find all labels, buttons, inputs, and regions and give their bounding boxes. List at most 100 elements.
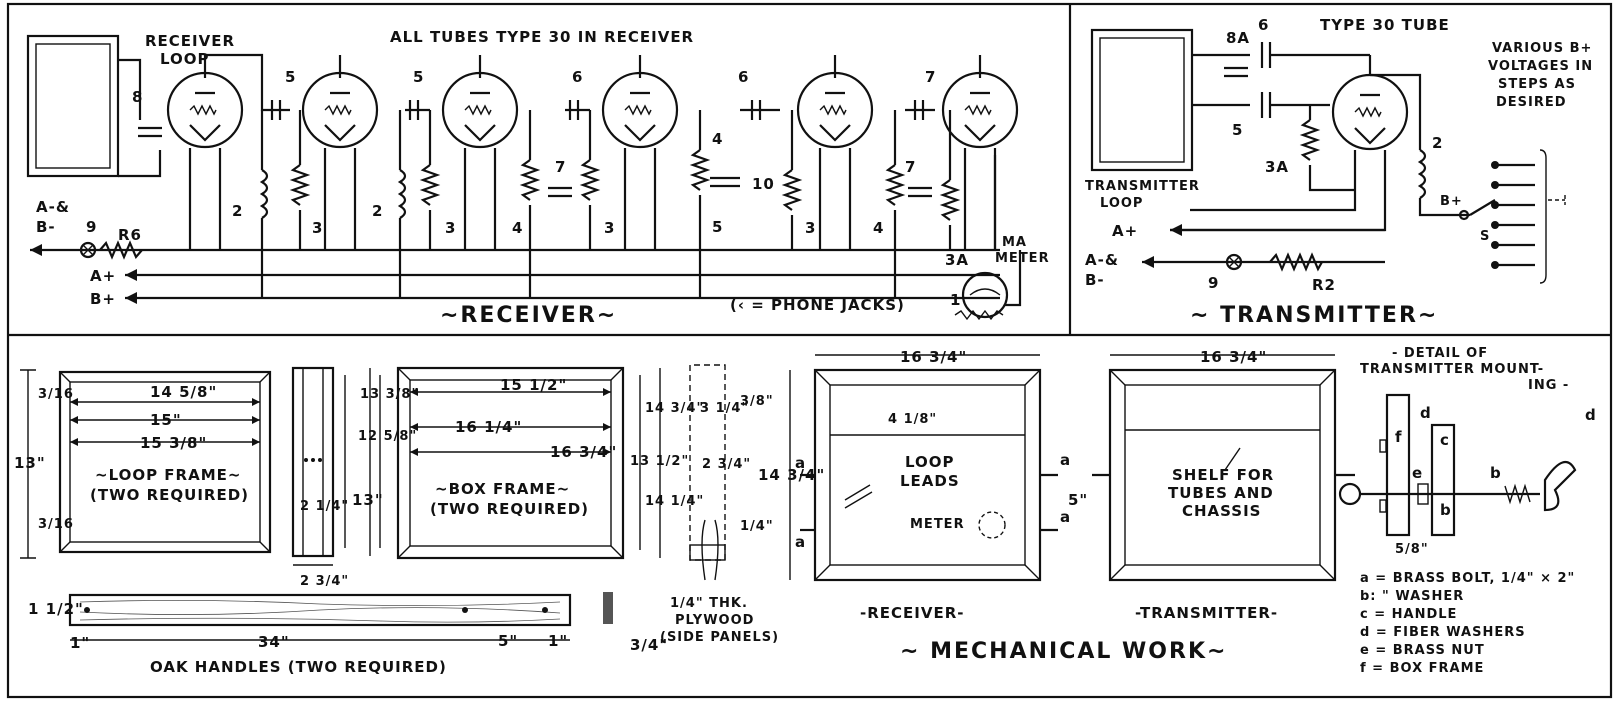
bf-13-1-2: 13 1/2" bbox=[630, 454, 689, 469]
rb-a2: a bbox=[795, 533, 806, 551]
tb-caption: -TRANSMITTER- bbox=[1135, 604, 1278, 622]
receiver-tube-5 bbox=[796, 55, 874, 250]
lf-label-2: (TWO REQUIRED) bbox=[90, 486, 249, 504]
lf-14-5-8: 14 5/8" bbox=[150, 383, 217, 401]
receiver-loop-label-1: RECEIVER bbox=[145, 32, 235, 50]
tx-res-3a: 3A bbox=[1265, 158, 1289, 176]
ls-12-5-8: 12 5/8" bbox=[358, 429, 417, 444]
md-legend-c: c = HANDLE bbox=[1360, 607, 1457, 622]
coil-2a bbox=[259, 169, 269, 219]
receiver-box-drawing bbox=[789, 354, 1058, 582]
bf-15-1-2: 15 1/2" bbox=[500, 376, 567, 394]
sp-label-2: PLYWOOD bbox=[675, 613, 754, 628]
tx-volt-1: VARIOUS B+ bbox=[1492, 41, 1592, 56]
coil-2b bbox=[397, 169, 407, 219]
bf-16-1-4: 16 1/4" bbox=[455, 418, 522, 436]
sp-3-8: 3/8" bbox=[740, 394, 774, 409]
resistor-3c bbox=[579, 159, 601, 201]
tx-lamp-9: 9 bbox=[1208, 274, 1219, 292]
receiver-res-4c: 4 bbox=[873, 219, 884, 237]
milliammeter-icon bbox=[961, 271, 1009, 319]
transmitter-tube bbox=[1331, 73, 1409, 151]
rb-14-3-4: 14 3/4" bbox=[758, 466, 825, 484]
oak-handle-drawing bbox=[68, 592, 613, 641]
receiver-cap-10: 10 bbox=[752, 175, 775, 193]
md-f: f bbox=[1395, 428, 1403, 446]
tx-loop-2: LOOP bbox=[1100, 196, 1143, 211]
receiver-tube-6 bbox=[941, 55, 1019, 250]
receiver-meter-num: 1 bbox=[950, 291, 961, 309]
receiver-res-3d: 3 bbox=[805, 219, 816, 237]
mounting-detail-drawing bbox=[1338, 393, 1577, 537]
md-b1: b bbox=[1490, 464, 1502, 482]
lf-3-16b: 3/16 bbox=[38, 517, 74, 532]
receiver-cap-8: 8 bbox=[132, 88, 143, 106]
sp-label-1: 1/4" THK. bbox=[670, 596, 748, 611]
ls-13: 13" bbox=[352, 491, 384, 509]
md-e: e bbox=[1412, 464, 1423, 482]
resistor-4a bbox=[519, 159, 541, 201]
h-1a: 1" bbox=[70, 634, 90, 652]
tx-cap-6: 6 bbox=[1258, 16, 1269, 34]
receiver-res-4a: 4 bbox=[512, 219, 523, 237]
rb-16-3-4: 16 3/4" bbox=[900, 348, 967, 366]
md-title-2: TRANSMITTER MOUNT- bbox=[1360, 362, 1544, 377]
receiver-caption: ~RECEIVER~ bbox=[440, 303, 617, 328]
h-5: 5" bbox=[498, 632, 518, 650]
ls-2-1-4: 2 1/4" bbox=[300, 499, 349, 514]
tx-volt-4: DESIRED bbox=[1496, 95, 1567, 110]
receiver-loop-label-2: LOOP bbox=[160, 50, 210, 68]
md-b2: b bbox=[1440, 501, 1452, 519]
receiver-cap-6b: 6 bbox=[738, 68, 749, 86]
receiver-schematic bbox=[26, 34, 1022, 321]
sp-label-3: (SIDE PANELS) bbox=[660, 630, 779, 645]
receiver-res-4b: 4 bbox=[712, 130, 723, 148]
bf-14-3-4: 14 3/4" bbox=[645, 401, 704, 416]
receiver-cap-7a: 7 bbox=[925, 68, 936, 86]
h-34: 34" bbox=[258, 633, 290, 651]
tx-ab-1: A-& bbox=[1085, 251, 1119, 269]
receiver-cap-6a: 6 bbox=[572, 68, 583, 86]
transmitter-box-drawing bbox=[1092, 354, 1355, 582]
tx-tube-label: TYPE 30 TUBE bbox=[1320, 16, 1450, 34]
lamp-icon bbox=[79, 241, 97, 259]
md-legend-a: a = BRASS BOLT, 1/4" × 2" bbox=[1360, 571, 1575, 586]
receiver-cap-5a: 5 bbox=[285, 68, 296, 86]
resistor-r6 bbox=[99, 240, 143, 260]
rb-5: 5" bbox=[1068, 491, 1088, 509]
resistor-4c bbox=[884, 164, 906, 206]
outer-border bbox=[6, 2, 1613, 699]
rb-caption: -RECEIVER- bbox=[860, 604, 965, 622]
md-d2: d bbox=[1585, 406, 1597, 424]
bf-label-1: ~BOX FRAME~ bbox=[435, 480, 570, 498]
tx-switch-s: S bbox=[1480, 229, 1490, 244]
transmitter-resistor-r2 bbox=[1269, 252, 1323, 272]
bf-16-3-4: 16 3/4" bbox=[550, 443, 617, 461]
md-title-1: - DETAIL OF bbox=[1392, 346, 1488, 361]
bf-14-1-4: 14 1/4" bbox=[645, 494, 704, 509]
h-label: OAK HANDLES (TWO REQUIRED) bbox=[150, 658, 447, 676]
mechanical-caption: ~ MECHANICAL WORK~ bbox=[900, 639, 1227, 664]
loop-frame-drawing bbox=[20, 369, 272, 559]
receiver-tube-4 bbox=[601, 55, 679, 250]
resistor-3b bbox=[419, 164, 441, 206]
rb-a3: a bbox=[1060, 451, 1071, 469]
receiver-res-3a: 3 bbox=[312, 219, 323, 237]
transmitter-loop bbox=[1090, 28, 1194, 172]
transmitter-coil-2 bbox=[1417, 149, 1427, 199]
tx-coil-2: 2 bbox=[1432, 134, 1443, 152]
rb-loop-2: LEADS bbox=[900, 472, 960, 490]
tx-volt-3: STEPS AS bbox=[1498, 77, 1576, 92]
sp-1-4: 1/4" bbox=[740, 519, 774, 534]
lf-15-3-8: 15 3/8" bbox=[140, 434, 207, 452]
md-title-3: ING - bbox=[1528, 378, 1569, 393]
rb-4-1-8: 4 1/8" bbox=[888, 412, 937, 427]
md-d1: d bbox=[1420, 404, 1432, 422]
loop-side-drawing bbox=[291, 366, 381, 566]
resistor-4b bbox=[689, 149, 711, 191]
lf-3-16a: 3/16 bbox=[38, 387, 74, 402]
transmitter-lamp-icon bbox=[1225, 253, 1243, 271]
md-5-8: 5/8" bbox=[1395, 542, 1429, 557]
